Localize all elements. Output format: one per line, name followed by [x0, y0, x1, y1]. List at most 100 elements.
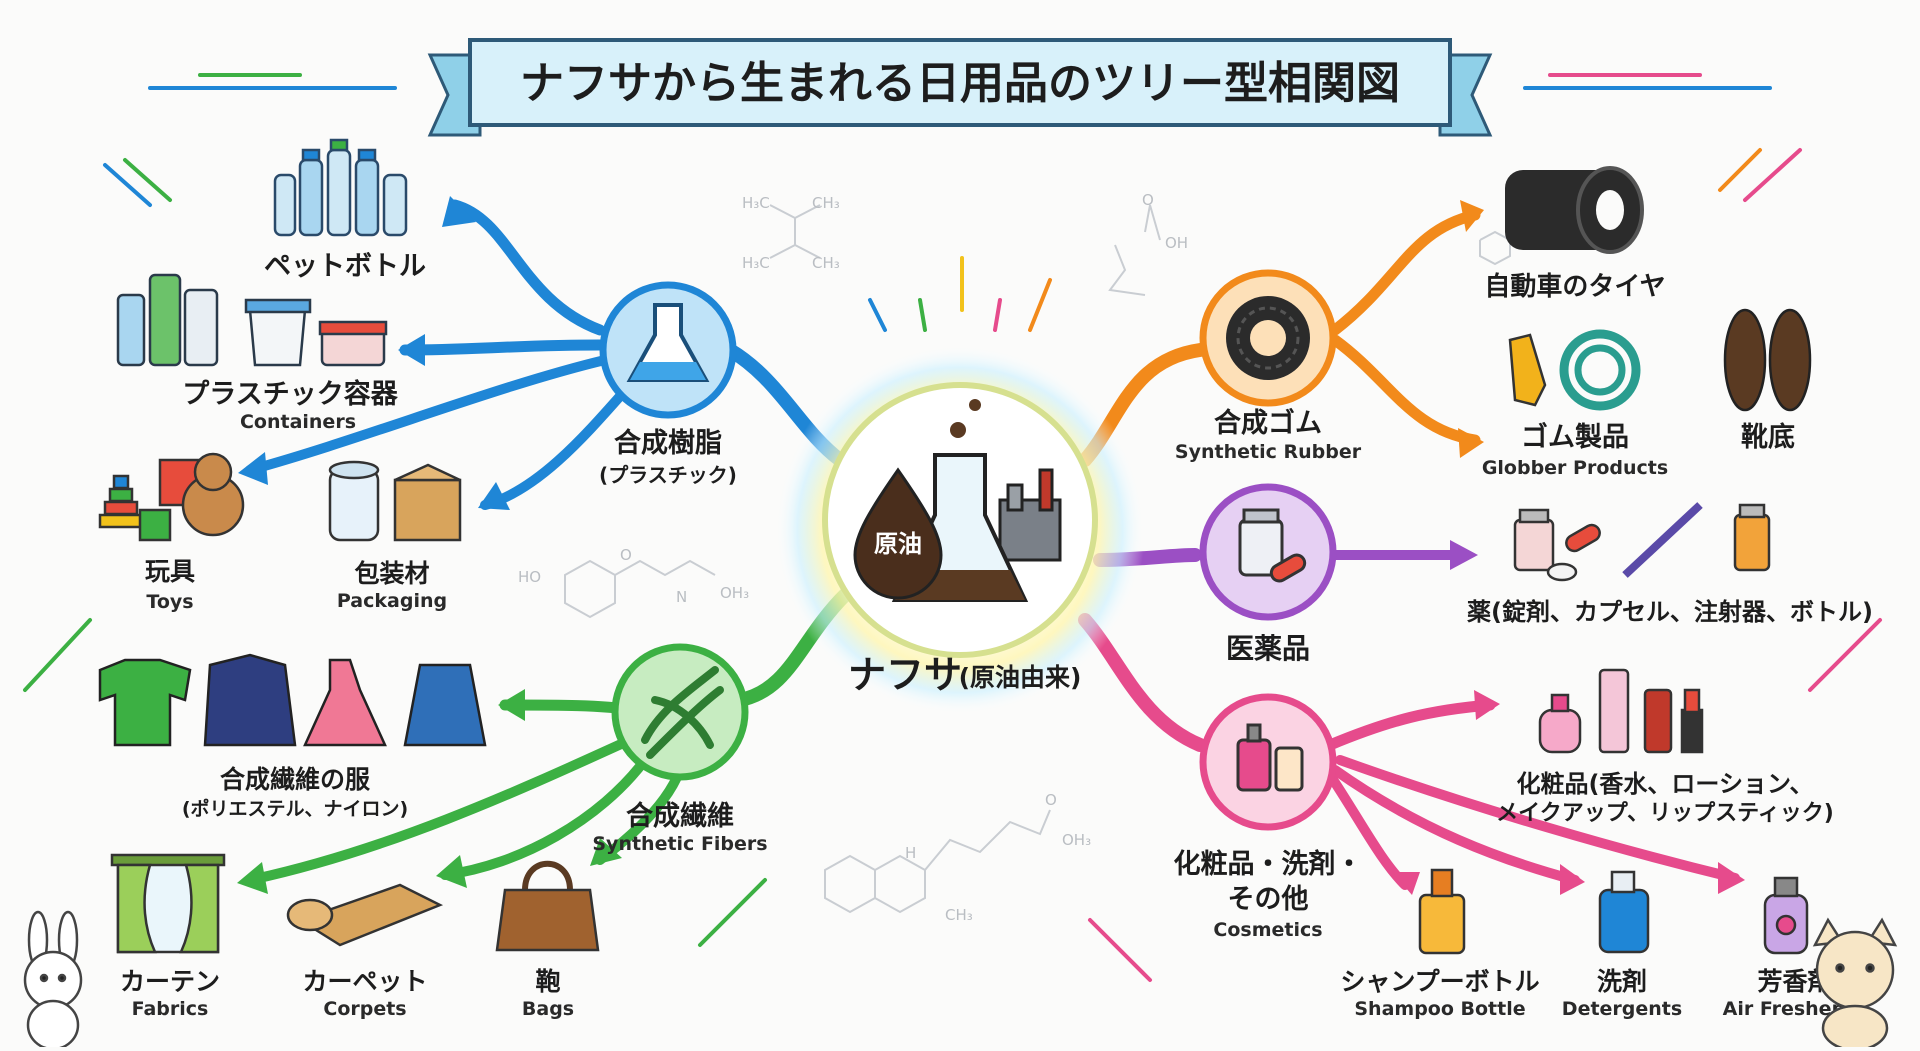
- packaging-sublabel: Packaging: [337, 590, 447, 612]
- pet-bottle-label: ペットボトル: [264, 251, 426, 282]
- branch-fiber-label: 合成繊維: [626, 800, 734, 832]
- shampoo-sublabel: Shampoo Bottle: [1354, 998, 1525, 1020]
- pet-bottles-icon: [273, 138, 408, 237]
- bag-icon: [495, 860, 600, 952]
- cosmetics-items-icon: [1538, 668, 1704, 754]
- svg-text:H: H: [905, 844, 916, 862]
- product-shoe-sole: 靴底: [1723, 308, 1812, 453]
- factory-icon: [998, 468, 1062, 562]
- center-label-sub: (原油由来): [959, 663, 1082, 692]
- curtain-sublabel: Fabrics: [132, 998, 209, 1020]
- detergent-label: 洗剤: [1597, 967, 1647, 996]
- packaging-label: 包装材: [354, 559, 429, 588]
- clothes-sublabel: (ポリエステル、ナイロン): [182, 797, 408, 820]
- beaker-icon: [626, 303, 710, 382]
- branch-cosmetic-label-2: その他: [1228, 884, 1309, 915]
- title-banner: ナフサから生まれる日用品のツリー型相関図: [427, 38, 1493, 137]
- crude-oil-badge: 原油: [874, 530, 922, 558]
- shampoo-label: シャンプーボトル: [1340, 967, 1539, 996]
- bag-label: 鞄: [535, 967, 560, 996]
- clothes-icon: [98, 653, 487, 747]
- tires-icon: [1505, 166, 1644, 254]
- carpet-label: カーペット: [302, 967, 427, 996]
- containers-sublabel: Containers: [240, 411, 356, 433]
- cosmetics-items-label: 化粧品(香水、ローション、: [1516, 770, 1813, 798]
- shoe-soles-icon: [1723, 308, 1812, 412]
- detergent-bottle-icon: [1598, 870, 1650, 954]
- gloves-hose-icon: [1508, 329, 1641, 411]
- shoe-sole-label: 靴底: [1741, 421, 1795, 453]
- detergent-sublabel: Detergents: [1562, 998, 1682, 1020]
- center-label: ナフサ: [848, 653, 962, 697]
- product-medicine: 薬(錠剤、カプセル、注射器、ボトル): [1467, 502, 1873, 626]
- svg-text:O: O: [1142, 191, 1154, 209]
- branch-cosmetic: 化粧品・洗剤・ その他 Cosmetics: [1174, 693, 1363, 941]
- tire-label: 自動車のタイヤ: [1484, 271, 1665, 302]
- molecule-labels: H₃C CH₃ H₃C CH₃ O OH HO O N OH₃ O OH₃ H …: [518, 191, 1188, 924]
- svg-text:O: O: [1045, 791, 1057, 809]
- cosmetic-bottles-icon: [1236, 723, 1304, 792]
- branch-cosmetic-label: 化粧品・洗剤・: [1174, 848, 1363, 880]
- svg-text:H₃C: H₃C: [742, 254, 770, 272]
- product-clothes: 合成繊維の服 (ポリエステル、ナイロン): [98, 653, 487, 820]
- product-pet-bottle: ペットボトル: [264, 138, 426, 282]
- product-carpet: カーペット Corpets: [286, 883, 444, 1020]
- medicine-items-label: 薬(錠剤、カプセル、注射器、ボトル): [1467, 598, 1873, 626]
- curtain-icon: [110, 853, 226, 954]
- containers-label: プラスチック容器: [182, 378, 398, 410]
- containers-icon: [116, 273, 388, 367]
- branch-medicine-label: 医薬品: [1226, 632, 1310, 665]
- branch-rubber: 合成ゴム Synthetic Rubber: [1175, 269, 1362, 463]
- bag-sublabel: Bags: [522, 998, 574, 1020]
- branch-medicine: 医薬品: [1199, 483, 1337, 665]
- arrowheads: [237, 196, 1745, 895]
- central-hub: 原油 ナフサ (原油由来): [775, 345, 1145, 715]
- decorative-lines: [23, 73, 1882, 982]
- svg-text:OH: OH: [1165, 234, 1188, 252]
- branch-cosmetic-sub: Cosmetics: [1213, 919, 1322, 941]
- svg-text:CH₃: CH₃: [812, 254, 840, 272]
- branch-fiber-sub: Synthetic Fibers: [592, 833, 767, 855]
- medicine-items-icon: [1513, 502, 1771, 582]
- svg-text:O: O: [620, 546, 632, 564]
- branch-rubber-label: 合成ゴム: [1214, 407, 1322, 439]
- product-toys: 玩具 Toys: [98, 452, 245, 613]
- shampoo-bottle-icon: [1418, 868, 1466, 955]
- carpet-icon: [286, 883, 444, 947]
- packaging-icon: [328, 460, 462, 542]
- page-title: ナフサから生まれる日用品のツリー型相関図: [520, 58, 1400, 109]
- branch-plastic-sub: (プラスチック): [599, 463, 737, 487]
- pill-bottle-icon: [1238, 508, 1307, 583]
- molecule-sketches: [564, 204, 1511, 914]
- fiber-strands-icon: [641, 666, 724, 759]
- tire-icon: [1226, 296, 1310, 380]
- toys-sublabel: Toys: [146, 591, 193, 613]
- branch-fiber: 合成繊維 Synthetic Fibers: [592, 643, 768, 855]
- toys-label: 玩具: [145, 557, 195, 586]
- svg-text:CH₃: CH₃: [812, 194, 840, 212]
- product-detergent: 洗剤 Detergents: [1562, 870, 1682, 1020]
- svg-text:N: N: [676, 588, 687, 606]
- svg-text:OH₃: OH₃: [720, 584, 749, 602]
- rubber-goods-sublabel: Globber Products: [1482, 457, 1668, 479]
- air-freshener-icon: [1763, 876, 1809, 955]
- svg-text:CH₃: CH₃: [945, 906, 973, 924]
- product-containers: プラスチック容器 Containers: [116, 273, 399, 433]
- cosmetics-items-label-2: メイクアップ、リップスティック): [1496, 801, 1834, 826]
- curtain-label: カーテン: [120, 967, 220, 996]
- product-tire: 自動車のタイヤ: [1484, 166, 1666, 302]
- branch-plastic-label: 合成樹脂: [614, 427, 722, 459]
- product-curtain: カーテン Fabrics: [110, 853, 226, 1020]
- rubber-goods-label: ゴム製品: [1521, 421, 1629, 453]
- cat-mascot: [1812, 917, 1898, 1051]
- branch-plastic: 合成樹脂 (プラスチック): [599, 281, 737, 487]
- product-packaging: 包装材 Packaging: [328, 460, 462, 612]
- product-rubber-goods: ゴム製品 Globber Products: [1482, 329, 1668, 479]
- svg-text:OH₃: OH₃: [1062, 831, 1091, 849]
- svg-text:H₃C: H₃C: [742, 194, 770, 212]
- carpet-sublabel: Corpets: [323, 998, 406, 1020]
- branch-rubber-sub: Synthetic Rubber: [1175, 441, 1362, 463]
- toys-icon: [98, 452, 245, 542]
